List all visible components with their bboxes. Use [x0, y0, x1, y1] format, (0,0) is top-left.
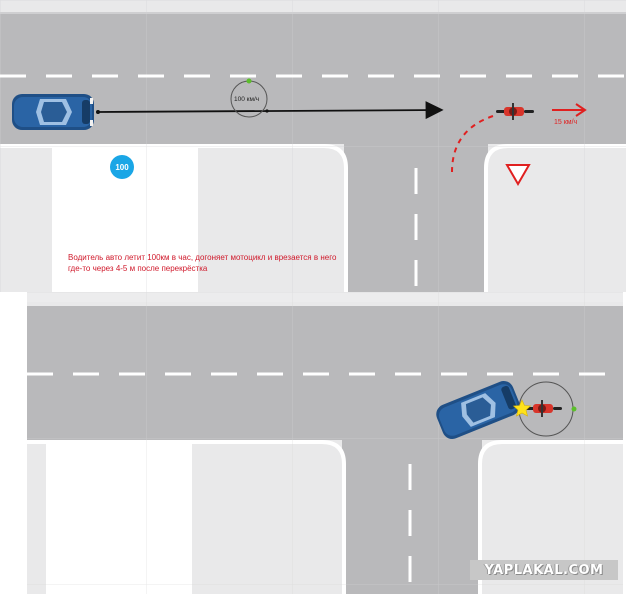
moto-arrow-head: [575, 103, 587, 117]
diagram-caption: Водитель авто летит 100км в час, догоняе…: [68, 253, 337, 273]
grid-bottom: [27, 292, 623, 594]
moto-speed-label: 15 км/ч: [554, 119, 578, 126]
yield-sign-icon: [505, 164, 531, 186]
trajectory-start-dot: [96, 110, 100, 114]
car-speed-badge: 100: [110, 155, 134, 179]
crashing-car-icon: [436, 380, 520, 440]
car-speed-label: 100 км/ч: [234, 96, 260, 103]
grid-top: [0, 0, 626, 292]
speed-circle-dot: [265, 109, 269, 113]
scene-top: [0, 0, 626, 292]
motorcycle-bottom-icon: [526, 400, 562, 417]
scene-bottom: [27, 292, 623, 594]
car-icon: [12, 94, 94, 130]
speed-circle-marker: [246, 78, 252, 84]
watermark-logo: YAPLAKAL.COM: [470, 560, 618, 580]
motorcycle-icon: [496, 103, 534, 120]
collision-marker: [571, 406, 577, 412]
collision-star-icon: [512, 399, 532, 417]
car-trajectory-arrow: [97, 101, 444, 120]
